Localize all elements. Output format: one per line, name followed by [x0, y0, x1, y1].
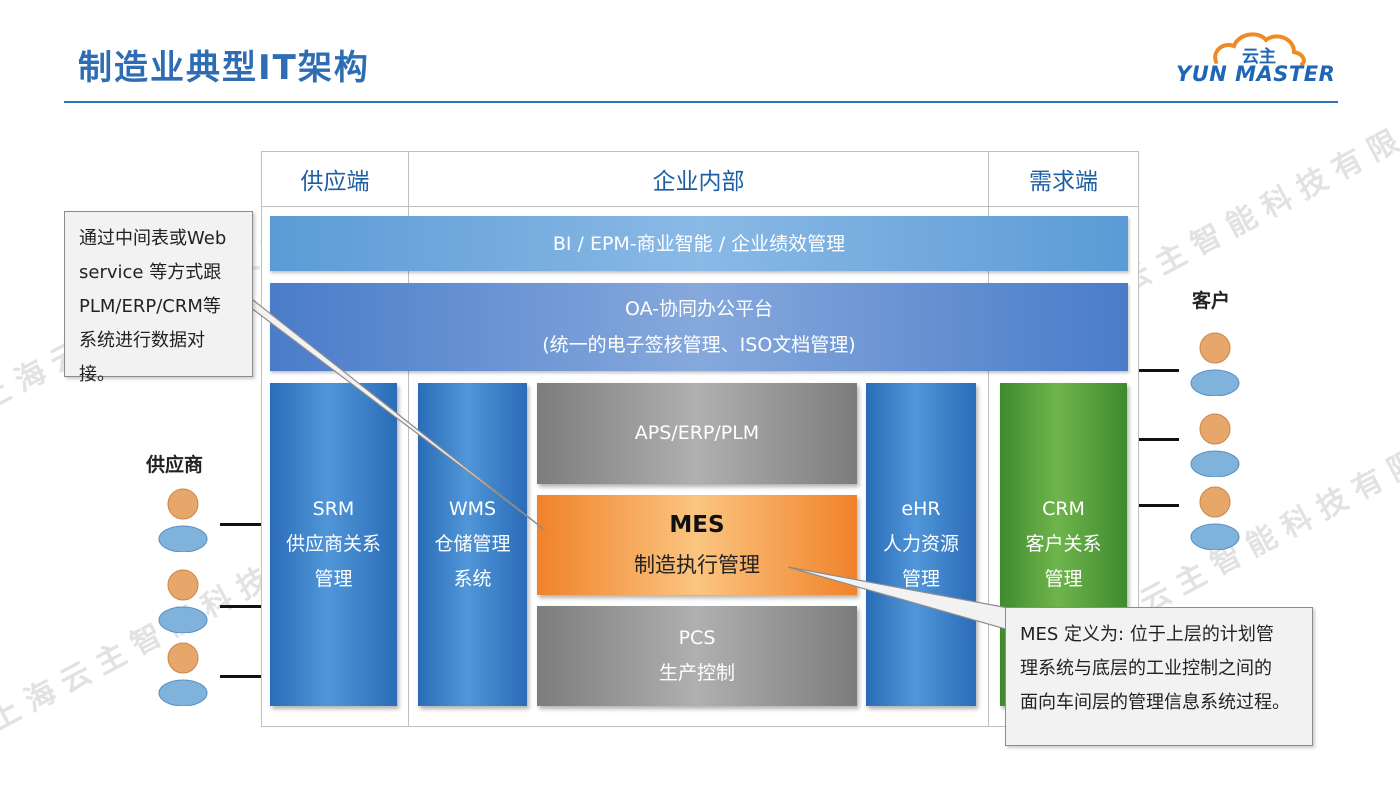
- title-underline: [64, 101, 1338, 103]
- callout-left-line: 通过中间表或Web: [79, 228, 227, 249]
- srm-label: SRM: [312, 498, 355, 520]
- aps-erp-plm-label: APS/ERP/PLM: [634, 422, 760, 444]
- callout-left-line: 系统进行数据对接。: [79, 330, 205, 385]
- aps-erp-plm-block: APS/ERP/PLM: [537, 383, 857, 484]
- pcs-desc: 生产控制: [658, 662, 735, 684]
- customer-label: 客户: [1192, 290, 1231, 312]
- srm-desc-2: 管理: [314, 568, 353, 590]
- wms-desc-2: 系统: [453, 568, 492, 590]
- supplier-connector: [220, 605, 261, 608]
- user-icon: [158, 488, 208, 552]
- callout-data-integration: 通过中间表或Web service 等方式跟 PLM/ERP/CRM等 系统进行…: [64, 211, 253, 385]
- callout-right-line: MES 定义为: 位于上层的计划管: [1020, 624, 1274, 645]
- logo-english: YUN MASTER: [1176, 62, 1336, 86]
- callout-right-line: 面向车间层的管理信息系统过程。: [1020, 692, 1290, 713]
- customer-connector: [1139, 504, 1179, 507]
- user-icon: [1190, 486, 1240, 550]
- wms-label: WMS: [448, 498, 497, 520]
- oa-platform-band: OA-协同办公平台 (统一的电子签核管理、ISO文档管理): [270, 283, 1128, 371]
- user-icon: [1190, 413, 1240, 477]
- wms-desc-1: 仓储管理: [434, 533, 511, 555]
- column-divider: [408, 151, 409, 727]
- callout-mes-definition: MES 定义为: 位于上层的计划管 理系统与底层的工业控制之间的 面向车间层的管…: [1005, 607, 1313, 746]
- cloud-icon: [1213, 32, 1306, 66]
- callout-right-line: 理系统与底层的工业控制之间的: [1020, 658, 1272, 679]
- supplier-connector: [220, 523, 261, 526]
- srm-block: SRM 供应商关系 管理: [270, 383, 397, 706]
- callout-left-line: PLM/ERP/CRM等: [79, 296, 221, 317]
- supplier-connector: [220, 675, 261, 678]
- supplier-label: 供应商: [146, 454, 204, 476]
- header-internal: 企业内部: [652, 169, 745, 195]
- customer-connector: [1139, 369, 1179, 372]
- user-icon: [158, 642, 208, 706]
- crm-label: CRM: [1042, 498, 1085, 520]
- page-title: 制造业典型IT架构: [78, 48, 370, 88]
- crm-desc-1: 客户关系: [1025, 533, 1102, 555]
- ehr-label: eHR: [901, 498, 941, 520]
- bi-epm-band: BI / EPM-商业智能 / 企业绩效管理: [270, 216, 1128, 271]
- user-icon: [1190, 332, 1240, 396]
- srm-desc-1: 供应商关系: [285, 533, 381, 555]
- header-divider: [261, 206, 1139, 207]
- crm-desc-2: 管理: [1044, 568, 1083, 590]
- header-demand: 需求端: [1029, 169, 1098, 195]
- wms-block: WMS 仓储管理 系统: [418, 383, 527, 706]
- callout-left-line: service 等方式跟: [79, 262, 222, 283]
- mes-block: MES 制造执行管理: [537, 495, 857, 595]
- ehr-desc-1: 人力资源: [882, 533, 959, 555]
- bi-epm-label: BI / EPM-商业智能 / 企业绩效管理: [552, 232, 846, 255]
- logo-chinese: 云主: [1242, 47, 1276, 67]
- oa-title: OA-协同办公平台: [624, 298, 774, 320]
- oa-subtitle: (统一的电子签核管理、ISO文档管理): [542, 334, 856, 356]
- mes-subtitle: 制造执行管理: [634, 553, 760, 577]
- customer-connector: [1139, 438, 1179, 441]
- pcs-label: PCS: [678, 627, 716, 649]
- mes-title: MES: [669, 512, 725, 538]
- company-logo: 云主 YUN MASTER: [1172, 28, 1340, 92]
- user-icon: [158, 569, 208, 633]
- column-divider: [988, 151, 989, 727]
- ehr-block: eHR 人力资源 管理: [866, 383, 976, 706]
- header-supply: 供应端: [300, 169, 370, 195]
- ehr-desc-2: 管理: [901, 568, 940, 590]
- pcs-block: PCS 生产控制: [537, 606, 857, 706]
